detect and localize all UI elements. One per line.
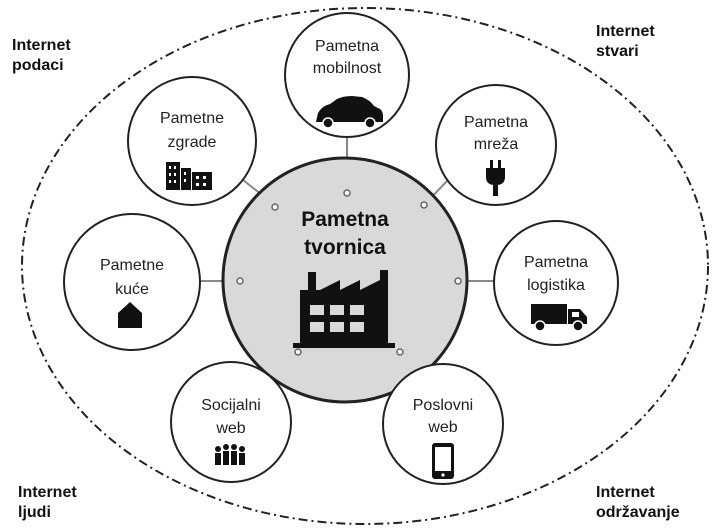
connector-dot [294,348,302,356]
corner-text-line: stvari [596,43,639,60]
corner-text-line: podaci [12,57,64,74]
satellite-label-line: web [427,419,457,436]
satellite-label-line: logistika [527,277,585,294]
people-icon [215,444,245,465]
satellite-label-line: web [215,420,245,437]
satellite-circle [382,363,504,485]
satellite-smart-buildings: Pametne zgrade [127,76,257,206]
corner-text-line: održavanje [596,504,680,521]
satellite-circle [493,220,619,346]
connector-dots [236,189,462,356]
connector-dot [396,348,404,356]
connector-dot [420,201,428,209]
satellite-smart-logistics: Pametna logistika [493,220,619,346]
satellite-label-line: Pametne [160,110,224,127]
corner-text-line: Internet [12,37,71,54]
satellite-label-line: Pametna [315,38,379,55]
satellite-circle [127,76,257,206]
buildings-icon [166,162,212,190]
corner-text-line: Internet [596,23,655,40]
corner-text-line: Internet [596,484,655,501]
satellite-label-line: mobilnost [313,60,382,77]
house-icon [118,302,142,328]
satellite-smart-grid: Pametna mreža [435,84,557,206]
center-circle [221,156,469,404]
satellite-smart-homes: Pametne kuće [63,213,201,351]
connector-dot [454,277,462,285]
factory-icon [293,270,395,348]
satellite-business-web: Poslovni web [382,363,504,485]
satellite-label-line: kuće [115,281,149,298]
satellite-label-line: Pametne [100,257,164,274]
satellite-circle [170,361,292,483]
satellite-label-line: Pametna [524,254,588,271]
satellite-smart-mobility: Pametna mobilnost [284,12,410,138]
satellite-label-line: Pametna [464,114,528,131]
plug-icon [486,160,505,196]
center-title-line: tvornica [304,236,386,259]
satellite-circle [435,84,557,206]
corner-label-internet-odrzavanje: Internet održavanje [596,484,680,521]
car-icon [316,96,383,129]
satellite-label-line: Poslovni [413,397,473,414]
corner-text-line: Internet [18,484,77,501]
center-node-smart-factory: Pametna tvornica [221,156,469,404]
satellite-circle [63,213,201,351]
connector-dot [343,189,351,197]
center-title-line: Pametna [301,208,389,231]
corner-label-internet-podaci: Internet podaci [12,37,71,74]
connector-dot [271,203,279,211]
truck-icon [531,304,587,332]
corner-label-internet-ljudi: Internet ljudi [18,484,77,521]
outer-dashed-boundary [21,7,709,525]
corner-text-line: ljudi [18,504,51,521]
satellite-circle [284,12,410,138]
satellite-social-web: Socijalni web [170,361,292,483]
satellite-label-line: Socijalni [201,397,261,414]
satellite-label-line: mreža [474,136,519,153]
corner-label-internet-stvari: Internet stvari [596,23,655,60]
satellite-label-line: zgrade [168,134,217,151]
connector-dot [236,277,244,285]
smartphone-icon [432,443,454,479]
